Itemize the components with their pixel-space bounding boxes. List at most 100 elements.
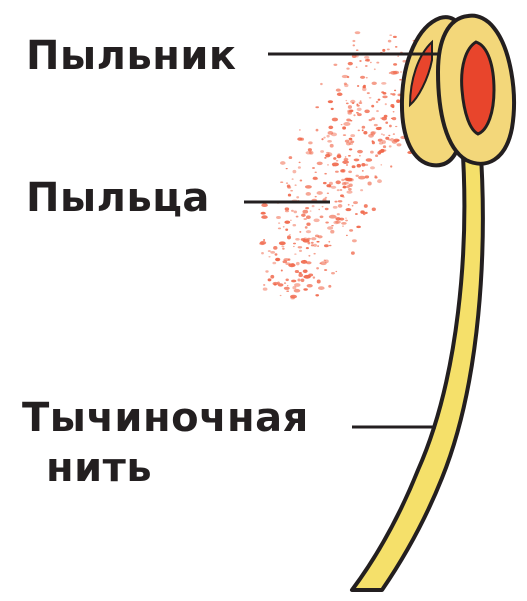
pollen-grain: [364, 204, 368, 208]
pollen-grain: [336, 160, 338, 162]
pollen-grain: [263, 288, 268, 291]
pollen-grain: [356, 66, 358, 67]
pollen-grain: [315, 172, 317, 173]
pollen-grain: [346, 67, 349, 69]
pollen-grain: [357, 113, 362, 116]
pollen-grain: [270, 251, 275, 254]
pollen-grain: [290, 190, 293, 192]
pollen-grain: [346, 100, 348, 101]
pollen-grain: [378, 139, 383, 142]
pollen-grain: [380, 164, 382, 165]
pollen-grain: [393, 133, 395, 134]
pollen-grain: [397, 140, 400, 141]
pollen-grain: [340, 189, 343, 191]
pollen-grain: [317, 191, 323, 195]
pollen-grain: [320, 150, 324, 153]
pollen-grain: [323, 182, 327, 184]
pollen-grain: [324, 259, 326, 261]
pollen-grain: [381, 117, 387, 121]
pollen-grain: [364, 109, 370, 113]
pollen-grain: [370, 151, 374, 154]
pollen-grain: [356, 112, 359, 114]
pollen-grain: [315, 294, 319, 296]
pollen-grain: [296, 262, 300, 265]
pollen-grain: [261, 203, 268, 207]
pollen-grain: [337, 189, 340, 191]
pollen-grain: [344, 163, 345, 164]
pollen-grain: [363, 131, 367, 134]
pollen-grain: [338, 200, 343, 202]
pollen-grain: [270, 275, 274, 279]
pollen-grain: [370, 166, 375, 169]
pollen-grain: [341, 222, 347, 225]
pollen-grain: [333, 165, 335, 166]
pollen-grain: [390, 104, 394, 107]
pollen-grain: [331, 225, 334, 226]
pollen-grain: [360, 189, 363, 191]
pollen-grain: [261, 212, 266, 215]
pollen-grain: [336, 180, 341, 184]
pollen-grain: [294, 289, 301, 293]
pollen-grain: [288, 194, 291, 197]
pollen-grain: [333, 206, 338, 209]
pollen-grain: [362, 86, 366, 89]
pollen-grain: [329, 215, 337, 219]
pollen-grain: [312, 205, 315, 207]
pollen-grain: [348, 105, 352, 109]
pollen-grain: [296, 196, 299, 198]
pollen-grain: [259, 242, 265, 245]
pollen-grain: [357, 164, 361, 168]
pollen-grain: [382, 95, 387, 98]
pollen-grain: [322, 206, 324, 208]
pollen-grain: [298, 246, 303, 248]
pollen-grain: [400, 71, 403, 72]
pollen-grain: [350, 134, 355, 137]
pollen-grain: [261, 215, 268, 219]
pollen-grain: [369, 97, 372, 99]
pollen-grain: [357, 150, 363, 153]
pollen-grain: [376, 110, 379, 112]
pollen-grain: [342, 126, 346, 129]
pollen-grain: [366, 77, 368, 79]
pollen-grain: [360, 76, 365, 79]
pollen-grain: [362, 126, 366, 129]
pollen-grain: [294, 253, 296, 255]
pollen-grain: [300, 138, 304, 141]
pollen-grain: [285, 207, 289, 210]
pollen-grain: [389, 145, 392, 147]
pollen-grain: [392, 93, 396, 96]
pollen-grain: [268, 250, 271, 252]
pollen-grain: [285, 228, 288, 230]
pollen-grain: [301, 213, 306, 217]
pollen-grain: [303, 218, 307, 220]
pollen-grain: [359, 60, 361, 62]
pollen-grain: [318, 286, 325, 290]
pollen-grain: [293, 224, 297, 226]
pollen-grain: [348, 62, 353, 66]
pollen-grain: [308, 255, 310, 257]
pollen-grain: [334, 201, 337, 203]
pollen-grain: [275, 258, 279, 261]
pollen-grain: [290, 296, 295, 299]
pollen-grain: [328, 100, 333, 103]
pollen-grain: [305, 207, 309, 209]
pollen-grain: [344, 83, 347, 86]
pollen-grain: [323, 137, 325, 139]
pollen-grain: [390, 165, 392, 167]
pollen-grain: [395, 126, 397, 127]
pollen-grain: [308, 141, 313, 144]
pollen-grain: [310, 210, 312, 211]
pollen-grain: [313, 244, 317, 247]
pollen-grain: [313, 219, 319, 223]
pollen-grain: [372, 82, 377, 85]
pollen-grain: [333, 64, 337, 66]
pollen-grain: [359, 102, 363, 104]
pollen-grain: [325, 197, 327, 199]
pollen-grain: [281, 270, 283, 272]
pollen-grain: [319, 262, 321, 264]
pollen-grain: [349, 138, 352, 141]
pollen-grain: [374, 124, 378, 126]
pollen-grain: [346, 208, 352, 211]
pollen-grain: [399, 79, 402, 81]
pollen-grain: [356, 49, 359, 51]
